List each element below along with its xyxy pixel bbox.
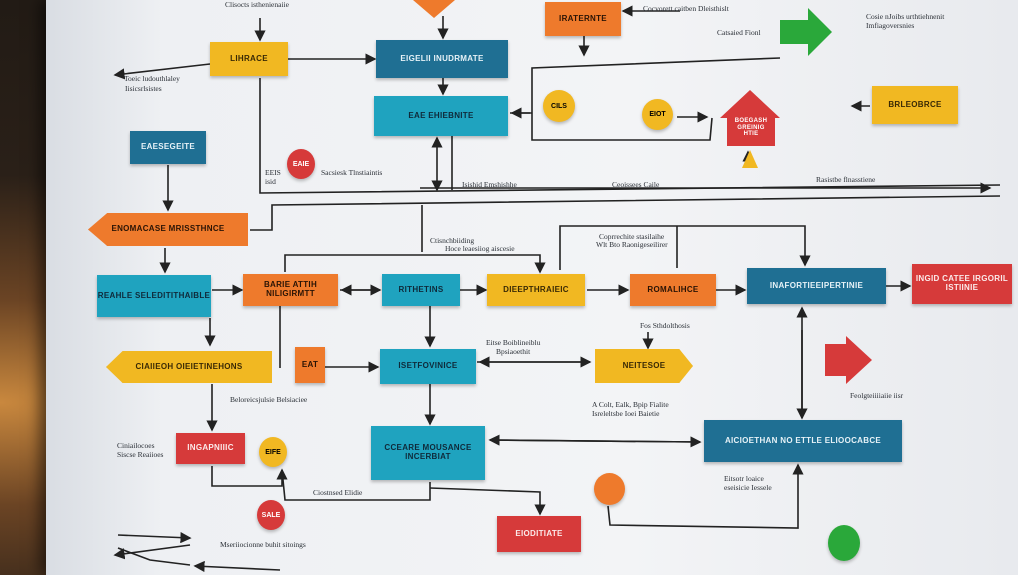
note: Eitsotr loaice eseisicie Iessele xyxy=(724,474,772,492)
note: Iisicsrlsistes xyxy=(125,84,162,93)
box-left-orange-arrow: ENOMACASE MRISSTHNCE xyxy=(88,213,248,246)
note: Ceoissees Caile xyxy=(612,180,660,189)
box-top-center: EIGELII INUDRMATE xyxy=(376,40,508,78)
note: Coprrechite stasilaihe xyxy=(599,232,665,241)
box-row4-yellow-right: NEITESOE xyxy=(595,349,693,383)
circle-red-top: EAIE xyxy=(287,149,315,179)
top-orange-marker xyxy=(413,0,455,18)
box-bottom-red: EIODITIATE xyxy=(497,516,581,552)
note: Mseriiocionne buhit sitoings xyxy=(220,540,306,549)
box-row3-red-right: INGID CATEE IRGORIL ISTIINIE xyxy=(912,264,1012,304)
box-row4-yellow-arrow: CIAIIEOH OIEIETINEHONS xyxy=(106,351,272,383)
note: Clisocts isthenienaiie xyxy=(225,0,289,9)
box-top-right: IRATERNTE xyxy=(545,2,621,36)
box-left-navy: EAESEGEITE xyxy=(130,131,206,164)
note: Toeic ludouthlaley xyxy=(124,74,180,83)
note: Feolgteiiiiaiie iisr xyxy=(850,391,904,400)
box-row3-orange2: ROMALIHCE xyxy=(630,274,716,306)
note: Eitse Boiblineiblu xyxy=(486,338,541,347)
note: Hoce leaesiiog aiscesie xyxy=(445,244,515,253)
box-row3-left: REAHLE SELEDITITHAIBLE xyxy=(97,275,211,317)
note: EEIS isid xyxy=(265,168,281,186)
note: Cosie nJoibs urthtiehnenit Imfiagoversni… xyxy=(866,12,945,30)
note: Ciostnsed Elidie xyxy=(313,488,363,497)
green-arrow-icon xyxy=(780,8,832,56)
note: Bpsiaoethit xyxy=(496,347,531,356)
red-arrow-icon xyxy=(825,336,872,384)
circle-orange xyxy=(594,473,625,505)
box-row4-orange-small: EAT xyxy=(295,347,325,383)
circle-green xyxy=(828,525,860,561)
note: Rasistbe flnasstiene xyxy=(816,175,876,184)
house-icon xyxy=(720,90,780,146)
circle-yellow-bottom: EIFE xyxy=(259,437,287,467)
box-top-left: LIHRACE xyxy=(210,42,288,76)
box-row5-teal-right: AICIOETHAN NO ETTLE ELIOOCABCE xyxy=(704,420,902,462)
note: Siscse Reaiioes xyxy=(117,450,164,459)
box-row3-yellow: DIEEPTHRAIEIC xyxy=(487,274,585,306)
box-row5-red-left: INGAPNIIIC xyxy=(176,433,245,464)
note: Ctisnchbiiding xyxy=(430,236,475,245)
house-label: BOEGASH GREINIG HTIE xyxy=(734,118,768,138)
box-row4-teal: ISETFOVINICE xyxy=(380,349,476,384)
note: Fos Sthdolthosis xyxy=(640,321,690,330)
note: Cocvorett caitben Dleisthislt xyxy=(643,4,729,13)
circle-cils: CILS xyxy=(543,90,575,122)
box-row3-orange: BARIE ATTIH NILIGIRMTT xyxy=(243,274,338,306)
box-row5-teal-center: CCEARE MOUSANCE INCERBIAT xyxy=(371,426,485,480)
note: Catsaied Fionl xyxy=(717,28,761,37)
note: Ciniailocoes xyxy=(117,441,155,450)
note: Isishid Emshishhe xyxy=(462,180,517,189)
box-second-center: EAE EHIEBNITE xyxy=(374,96,508,136)
note: Wlt Bto Raonigeseilirer xyxy=(596,240,668,249)
note: A Colt, Ealk, Bpip Fialite Isreleltsbe I… xyxy=(592,400,669,418)
note: Sacsiesk Tlnstiaintis xyxy=(321,168,383,177)
circle-red-bottom: SALE xyxy=(257,500,285,530)
note: Beloreicsjulsie Belsiaciee xyxy=(230,395,308,404)
box-right-yellow: BRLEOBRCE xyxy=(872,86,958,124)
box-row3-teal-right: INAFORTIEEIPERTINIE xyxy=(747,268,886,304)
box-row3-teal-mid: RITHETINS xyxy=(382,274,460,306)
circle-eiot: EIOT xyxy=(642,99,673,130)
